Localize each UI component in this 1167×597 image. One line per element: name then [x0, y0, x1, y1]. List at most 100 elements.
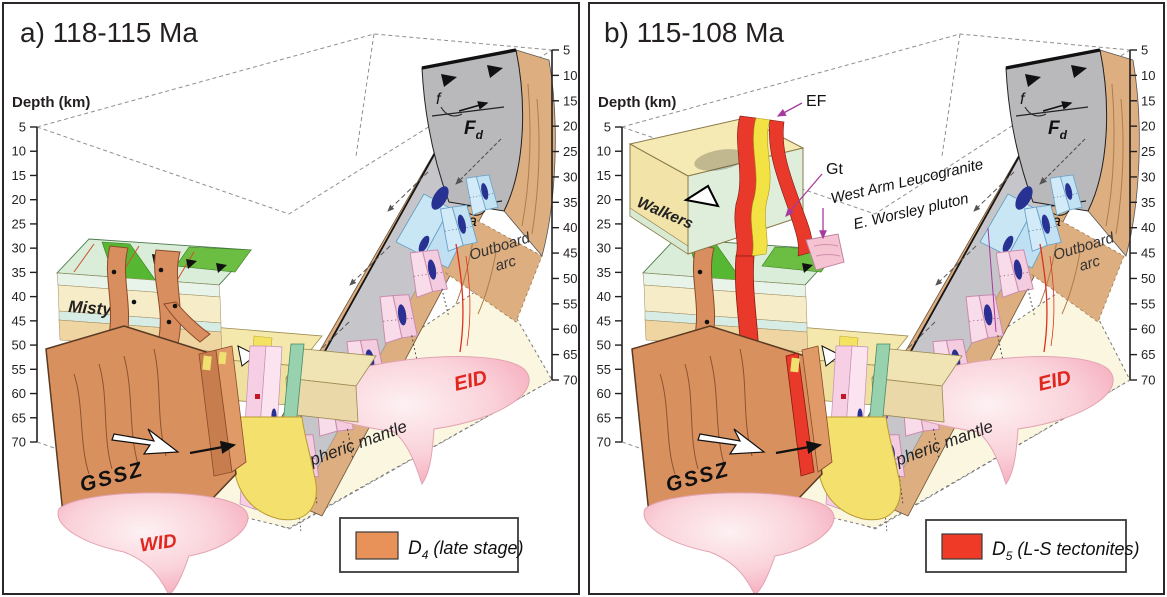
depth-tick-label: 65: [12, 410, 26, 425]
thrust-teeth-icon: [1071, 65, 1087, 78]
svg-text:arc: arc: [493, 252, 518, 274]
depth-tick-label: 40: [597, 289, 611, 304]
depth-tick-label: 40: [1141, 220, 1155, 235]
depth-tick-label: 45: [12, 313, 26, 328]
thrust-teeth-icon: [802, 263, 813, 273]
depth-tick-label: 50: [563, 271, 577, 286]
svg-text:arc: arc: [1077, 252, 1102, 274]
depth-tick-label: 5: [19, 120, 26, 135]
depth-tick-label: 5: [563, 43, 570, 58]
ef-gt-bands: [734, 115, 813, 257]
eid-diapir: EID: [303, 243, 530, 486]
depth-tick-label: 35: [1141, 195, 1155, 210]
fault-slip-arrow-icon: [189, 440, 237, 455]
depth-tick-label: 10: [12, 144, 26, 159]
gt-label: Gt: [826, 161, 843, 178]
thrust-teeth-icon: [216, 263, 227, 273]
stretching-lineation-icon: [431, 186, 449, 210]
gssz-block: GSSZ: [631, 325, 833, 545]
legend-label: D4 (late stage): [408, 538, 523, 562]
depth-tick-label: 65: [1141, 347, 1155, 362]
depth-tick-label: 45: [563, 246, 577, 261]
depth-tick-label: 20: [12, 192, 26, 207]
legend-swatch: [355, 531, 399, 560]
depth-tick-label: 30: [1141, 169, 1155, 184]
depth-axis-left: 5 10 15 20 25 30 35 40 45 50 55 60 65 70: [12, 120, 38, 450]
depth-tick-label: 15: [563, 93, 577, 108]
depth-tick-label: 60: [563, 322, 577, 337]
depth-tick-label: 20: [1141, 119, 1155, 134]
yellow-diapir: [816, 416, 901, 521]
depth-tick-label: 70: [597, 435, 611, 450]
depth-tick-label: 20: [597, 192, 611, 207]
depth-tick-label: 70: [1141, 373, 1155, 388]
depth-tick-label: 25: [597, 216, 611, 231]
angle-a-label: a: [468, 213, 477, 230]
legend: D4 (late stage): [339, 517, 523, 573]
depth-tick-label: 30: [597, 241, 611, 256]
panel-a-scene: f Fd a EID MOHO Lithospheric mantle Outb…: [12, 17, 577, 593]
depth-tick-label: 25: [563, 144, 577, 159]
fault-slip-arrow-icon: [775, 440, 823, 455]
thrust-teeth-icon: [441, 74, 457, 87]
angle-f-label: f: [1020, 91, 1026, 108]
lower-diapir: [643, 492, 835, 593]
depth-tick-label: 10: [1141, 68, 1155, 83]
depth-axis-title: Depth (km): [598, 94, 676, 111]
panel-a: f Fd a EID MOHO Lithospheric mantle Outb…: [2, 2, 580, 595]
panel-title: a) 118-115 Ma: [20, 17, 198, 48]
depth-axis-title: Depth (km): [12, 94, 90, 111]
depth-tick-label: 65: [597, 410, 611, 425]
legend: D5 (L-S tectonites): [925, 519, 1139, 573]
depth-tick-label: 40: [563, 220, 577, 235]
depth-tick-label: 25: [12, 216, 26, 231]
panel-b: f Fd a EID MOHO Lithospheric mantle Outb…: [588, 2, 1165, 595]
depth-tick-label: 35: [12, 265, 26, 280]
ef-label: EF: [806, 93, 827, 110]
panel-title: b) 115-108 Ma: [604, 17, 784, 48]
eid-diapir: EID: [887, 243, 1114, 486]
depth-tick-label: 5: [604, 120, 611, 135]
yellow-diapir: [232, 416, 317, 521]
depth-tick-label: 50: [1141, 271, 1155, 286]
depth-tick-label: 45: [597, 313, 611, 328]
depth-tick-label: 35: [563, 195, 577, 210]
thrust-teeth-icon: [487, 65, 503, 78]
depth-tick-label: 65: [563, 347, 577, 362]
shear-arrow-icon: [111, 428, 180, 455]
depth-tick-label: 55: [12, 362, 26, 377]
depth-tick-label: 30: [12, 241, 26, 256]
misty-label: Misty: [68, 297, 114, 319]
fd-vector-label: Fd: [464, 118, 484, 142]
shear-arrow-icon: [697, 428, 766, 455]
legend-label: D5 (L-S tectonites): [992, 539, 1139, 563]
depth-tick-label: 10: [597, 144, 611, 159]
depth-tick-label: 60: [12, 386, 26, 401]
depth-tick-label: 15: [1141, 93, 1155, 108]
depth-tick-label: 10: [563, 68, 577, 83]
wid-label: WID: [138, 531, 178, 557]
depth-tick-label: 30: [563, 169, 577, 184]
depth-tick-label: 55: [563, 296, 577, 311]
depth-tick-label: 40: [12, 289, 26, 304]
depth-tick-label: 45: [1141, 246, 1155, 261]
gssz-block: GSSZ: [45, 325, 247, 545]
depth-tick-label: 50: [12, 338, 26, 353]
panel-b-scene: f Fd a EID MOHO Lithospheric mantle Outb…: [597, 17, 1155, 593]
depth-tick-label: 5: [1141, 43, 1148, 58]
angle-a-label: a: [1052, 213, 1061, 230]
depth-tick-label: 15: [12, 168, 26, 183]
wid-diapir: WID: [57, 492, 249, 593]
depth-tick-label: 55: [597, 362, 611, 377]
hollow-arrow-icon: [821, 345, 841, 367]
depth-tick-label: 70: [563, 373, 577, 388]
fd-vector-label: Fd: [1048, 118, 1068, 142]
depth-tick-label: 70: [12, 435, 26, 450]
thrust-teeth-icon: [186, 259, 197, 269]
depth-tick-label: 15: [597, 168, 611, 183]
depth-tick-label: 60: [1141, 322, 1155, 337]
depth-tick-label: 35: [597, 265, 611, 280]
